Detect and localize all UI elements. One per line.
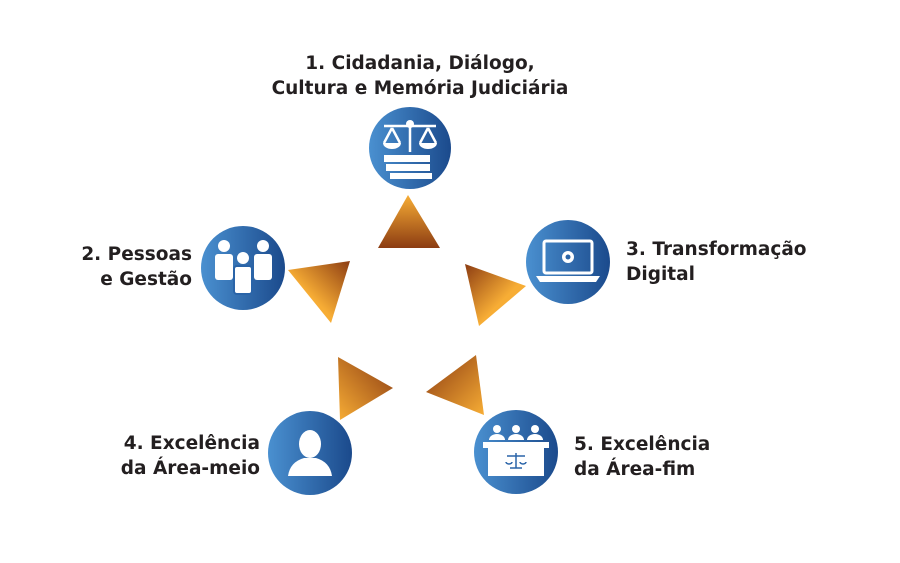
scales-books-icon (369, 107, 451, 189)
item-4-line2: da Área-meio (120, 458, 260, 479)
item-1-label: 1. Cidadania, Diálogo, Cultura e Memória… (240, 51, 600, 101)
item-3-line1: 3. Transformação (626, 239, 807, 260)
item-1-line2: Cultura e Memória Judiciária (271, 78, 569, 99)
item-2-line1: 2. Pessoas (81, 244, 192, 265)
item-2-label: 2. Pessoas e Gestão (40, 242, 192, 292)
item-4-line1: 4. Excelência (123, 433, 260, 454)
item-5-line2: da Área-fim (574, 459, 696, 480)
item-2-line2: e Gestão (100, 269, 192, 290)
court-bench-icon (474, 410, 558, 494)
people-group-icon (201, 226, 285, 310)
item-5-label: 5. Excelência da Área-fim (574, 432, 794, 482)
triangle-bottom-right (426, 355, 484, 415)
triangle-top (378, 195, 440, 248)
triangle-bottom-left (338, 357, 393, 420)
person-icon (268, 411, 352, 495)
item-3-label: 3. Transformação Digital (626, 237, 866, 287)
item-1-line1: 1. Cidadania, Diálogo, (305, 53, 535, 74)
item-4-label: 4. Excelência da Área-meio (60, 431, 260, 481)
item-3-line2: Digital (626, 264, 695, 285)
item-5-line1: 5. Excelência (574, 434, 711, 455)
laptop-gear-icon (526, 220, 610, 304)
triangle-left (288, 261, 350, 323)
triangle-right (465, 264, 526, 326)
